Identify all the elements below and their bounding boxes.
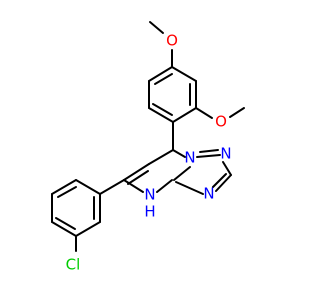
- bond-ring-a-6: [148, 66, 173, 82]
- bond-c5-ring-b: [99, 179, 125, 195]
- bond-methyl-o-top: [149, 21, 164, 34]
- bond-c-n3-inner: [212, 173, 227, 188]
- bond-c7-c6: [148, 149, 174, 165]
- atom-chlorine: Cl: [66, 256, 81, 274]
- bond-ring-o-right: [195, 107, 213, 119]
- atom-hydrogen: H: [144, 203, 155, 221]
- bond-ring-a-1: [171, 66, 197, 82]
- bond-ring-b-3: [51, 221, 77, 237]
- bond-ring-a-6-inner: [154, 73, 173, 85]
- bond-nh-c3a: [156, 179, 173, 193]
- bond-n1-n2-inner: [199, 149, 219, 153]
- bond-n3-c3a: [175, 181, 204, 195]
- bond-n2-c: [222, 161, 232, 176]
- atom-nitrogen-2: N: [220, 145, 231, 163]
- bond-c6-c5-inner: [127, 170, 149, 185]
- atom-oxygen-right: O: [215, 113, 227, 131]
- bond-ring-a-4-inner: [152, 103, 173, 116]
- bond-o-right-methyl: [229, 107, 245, 118]
- bond-ring-b-2: [75, 221, 101, 237]
- atom-nitrogen-h: N: [144, 186, 155, 204]
- bond-ring-b-6: [75, 179, 101, 195]
- atom-nitrogen-3: N: [203, 185, 214, 203]
- bond-ring-b-5-inner: [57, 186, 77, 198]
- bond-c-n3: [215, 174, 232, 192]
- atom-nitrogen-1: N: [184, 149, 195, 167]
- bond-ring-b-3-inner: [55, 217, 76, 230]
- bond-ring-a-3: [172, 107, 197, 123]
- atom-oxygen-top: O: [166, 32, 178, 50]
- bond-c5-nh: [123, 179, 144, 193]
- bond-c7-n1: [172, 149, 186, 158]
- bond-n1-n2: [196, 154, 221, 158]
- bond-ring-b-5: [51, 179, 77, 195]
- bond-c6-c5: [123, 163, 150, 181]
- bond-n1-c3a: [173, 166, 191, 181]
- chemical-structure-diagram: O O N N N N H Cl: [51, 21, 245, 274]
- bond-ring-a-4: [148, 107, 174, 123]
